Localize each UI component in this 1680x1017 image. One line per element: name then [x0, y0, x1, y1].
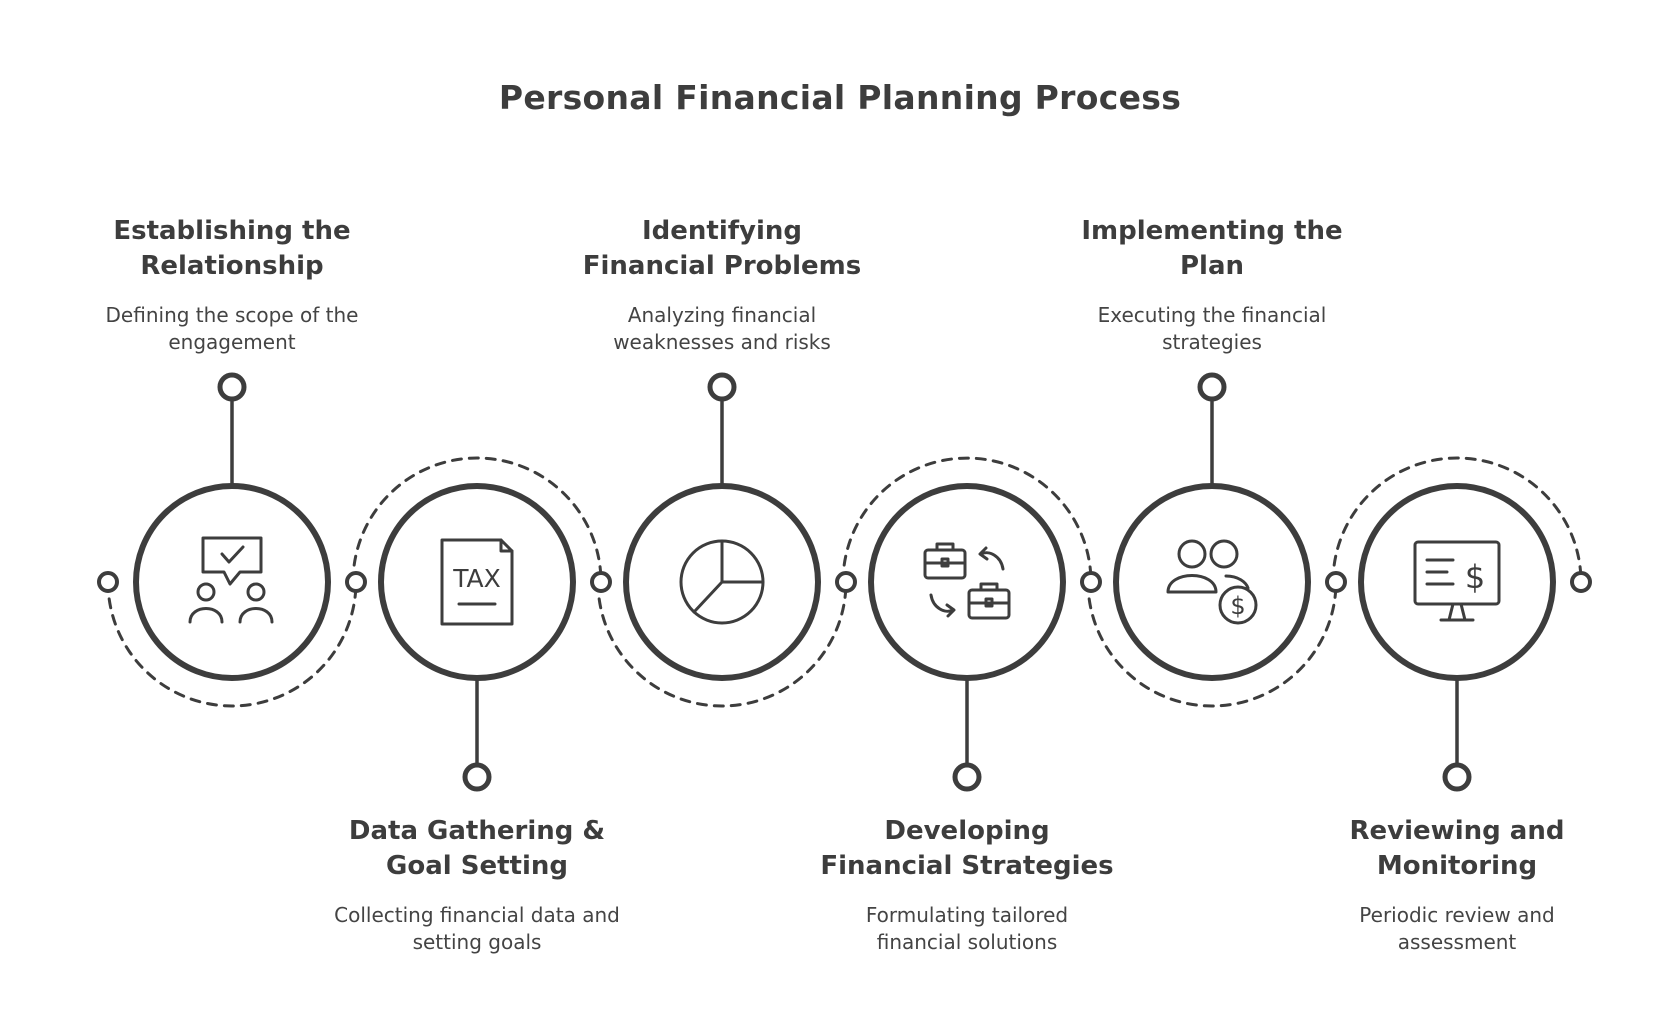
briefcase-exchange-icon [923, 542, 1011, 620]
step-description-identifying: Analyzing financial weaknesses and risks [613, 303, 831, 354]
connector-dot-2 [345, 571, 367, 593]
connector-dot-3 [590, 571, 612, 593]
stem-node-6 [1442, 762, 1472, 792]
connector-dot-7 [1570, 571, 1592, 593]
dashed-arc-1 [106, 580, 358, 708]
step-title-establishing: Establishing the Relationship [113, 216, 351, 281]
connector-dots [97, 571, 1592, 593]
stem-node-5 [1197, 372, 1227, 402]
tax-label: TAX [452, 564, 501, 593]
tax-document-icon: TAX [440, 538, 514, 626]
dashed-arc-5 [1086, 580, 1338, 708]
step-description-developing: Formulating tailored financial solutions [865, 903, 1069, 954]
step-circle-4 [868, 483, 1066, 681]
dashed-arc-2 [351, 456, 603, 584]
connector-dot-5 [1080, 571, 1102, 593]
step-title-identifying: Identifying Financial Problems [582, 216, 862, 281]
connector-dot-6 [1325, 571, 1347, 593]
step-description-implementing: Executing the financial strategies [1097, 303, 1327, 354]
coin-dollar-label: $ [1230, 592, 1245, 620]
stem-node-1 [217, 372, 247, 402]
step-title-developing: Developing Financial Strategies [820, 816, 1114, 881]
step-title-implementing: Implementing the Plan [1081, 216, 1343, 281]
monitor-dollar-icon: $ [1413, 540, 1501, 622]
step-description-data-gathering: Collecting financial data and setting go… [334, 903, 620, 954]
people-dollar-icon: $ [1166, 539, 1258, 625]
step-description-reviewing: Periodic review and assessment [1359, 903, 1555, 954]
step-circle-6 [1358, 483, 1556, 681]
step-title-data-gathering: Data Gathering & Goal Setting [348, 816, 606, 881]
step-stems [217, 372, 1472, 792]
connector-dot-1 [97, 571, 119, 593]
chat-check-people-icon [188, 536, 274, 624]
step-circle-2 [378, 483, 576, 681]
dashed-arc-4 [841, 456, 1093, 584]
connector-dot-4 [835, 571, 857, 593]
page-title: Personal Financial Planning Process [498, 78, 1182, 117]
pie-chart-icon [679, 539, 765, 625]
step-title-reviewing: Reviewing and Monitoring [1349, 816, 1565, 881]
step-description-establishing: Defining the scope of the engagement [105, 303, 359, 354]
monitor-dollar-label: $ [1465, 558, 1485, 596]
stem-node-4 [952, 762, 982, 792]
stem-node-3 [707, 372, 737, 402]
dashed-connector-arcs [106, 456, 1583, 708]
dashed-arc-3 [596, 580, 848, 708]
stem-node-2 [462, 762, 492, 792]
dashed-arc-6 [1331, 456, 1583, 584]
